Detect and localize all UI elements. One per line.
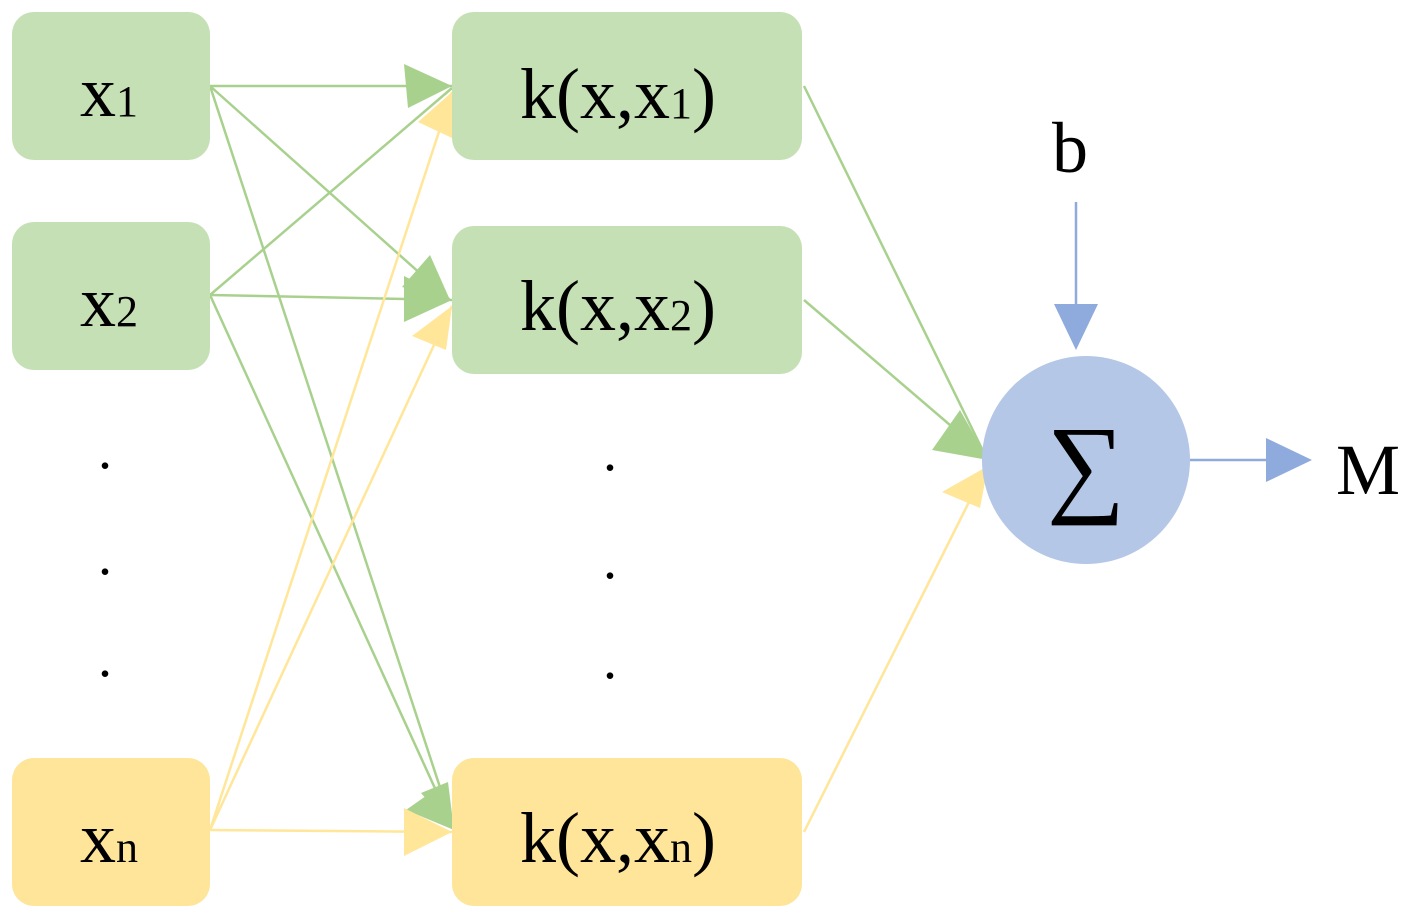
svg-text:x2: x2 [80,262,138,342]
edge-xn-k2 [208,305,454,831]
input-node-xn: xn [12,758,210,906]
ellipsis-dot: . [603,529,617,591]
kernel-prefix: k(x,x [520,266,670,346]
connection-edges [208,64,1312,856]
svg-text:xn: xn [80,798,138,878]
arrowhead-sum-output [1266,438,1312,482]
input-subscript: n [116,823,138,872]
arrowhead-bias-sum [1054,304,1098,350]
arrowhead-k-sum-green [932,410,988,460]
kernel-node-k1: k(x,x1) [452,12,802,160]
kernel-prefix: k(x,x [520,54,670,134]
arrowhead-kn-sum [942,466,988,508]
ellipsis-dot: . [98,627,112,689]
input-subscript: 2 [116,287,138,336]
svg-text:k(x,x1): k(x,x1) [520,54,716,134]
input-node-x2: x2 [12,222,210,370]
svg-text:k(x,xn): k(x,xn) [520,798,716,878]
arrowhead-xn-kn [404,808,452,856]
kernel-node-kn: k(x,xn) [452,758,802,906]
edge-xn-k1 [208,91,454,831]
kernel-ellipsis: . . . [603,421,617,691]
edge-k1-sum [802,85,987,456]
kernel-subscript: 1 [670,79,692,128]
sum-symbol: ∑ [1047,404,1125,526]
bias-label: b [1052,108,1088,188]
input-node-x1: x1 [12,12,210,160]
kernel-suffix: ) [692,266,716,346]
svg-text:k(x,x2): k(x,x2) [520,266,716,346]
ellipsis-dot: . [603,629,617,691]
kernel-subscript: 2 [670,291,692,340]
edge-x2-k1 [209,87,453,296]
kernel-suffix: ) [692,54,716,134]
sum-node: ∑ [982,356,1190,564]
ellipsis-dot: . [98,525,112,587]
input-base: x [80,52,116,132]
kernel-subscript: n [670,823,692,872]
kernel-prefix: k(x,x [520,798,670,878]
input-base: x [80,262,116,342]
arrowhead-xn-k1 [418,92,452,138]
ellipsis-dot: . [603,421,617,483]
edge-x2-kn [208,294,456,831]
kernel-node-k2: k(x,x2) [452,226,802,374]
kernel-suffix: ) [692,798,716,878]
output-label: M [1336,430,1400,510]
arrowhead-xn-k2 [412,306,452,350]
input-base: x [80,798,116,878]
arrowhead-x2-k2 [404,276,452,322]
edge-kn-sum [802,469,987,833]
arrowhead-x2-kn [406,786,454,830]
input-subscript: 1 [116,77,138,126]
arrowhead-x1-k1 [404,64,452,108]
input-ellipsis: . . . [98,419,112,689]
ellipsis-dot: . [98,419,112,481]
svg-text:x1: x1 [80,52,138,132]
